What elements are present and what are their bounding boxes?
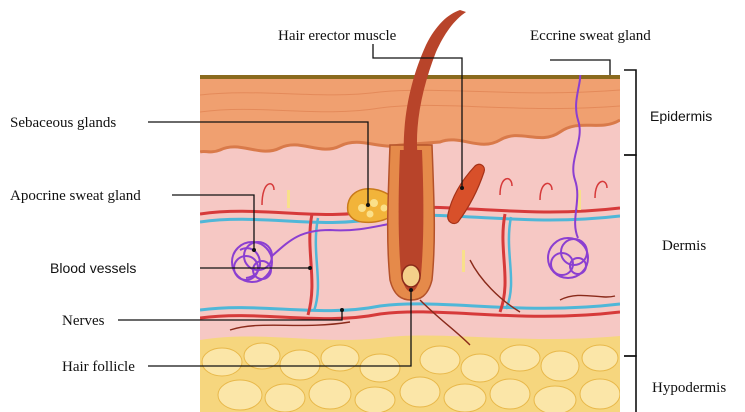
hypodermis-bracket <box>624 356 636 412</box>
label-epidermis: Epidermis <box>650 108 712 124</box>
label-blood-vessels: Blood vessels <box>50 260 136 276</box>
label-nerves: Nerves <box>62 313 105 329</box>
label-hair-erector-muscle: Hair erector muscle <box>278 28 397 44</box>
label-apocrine-sweat-gland: Apocrine sweat gland <box>10 188 141 204</box>
dermis-bracket <box>624 155 636 356</box>
hair-bulb <box>402 265 420 287</box>
label-hypodermis: Hypodermis <box>652 380 726 396</box>
epidermis-bracket <box>624 70 636 155</box>
layer-brackets <box>624 70 636 412</box>
label-sebaceous-glands: Sebaceous glands <box>10 115 116 131</box>
label-hair-follicle: Hair follicle <box>62 359 135 375</box>
label-dermis: Dermis <box>662 238 706 254</box>
skin-surface-band <box>200 67 620 79</box>
label-eccrine-sweat-gland: Eccrine sweat gland <box>530 28 651 44</box>
